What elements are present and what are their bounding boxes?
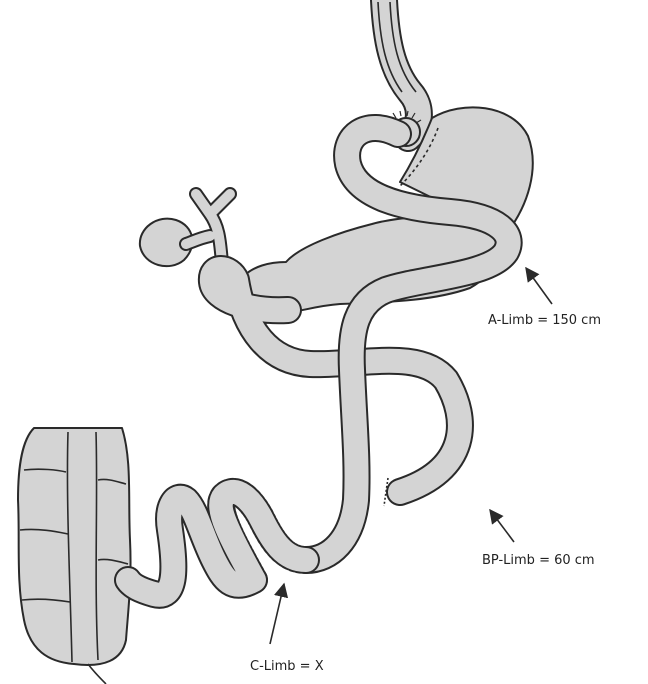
bp-limb-arrow <box>490 510 514 542</box>
ileocecal-tail <box>88 664 106 684</box>
c-limb-label: C-Limb = X <box>250 659 324 674</box>
bp-limb-label: BP-Limb = 60 cm <box>482 553 595 568</box>
a-limb-label: A-Limb = 150 cm <box>488 313 601 328</box>
a-limb-arrow <box>526 268 552 304</box>
common-channel <box>128 492 306 595</box>
colon <box>18 428 131 665</box>
bile-duct <box>186 194 230 262</box>
c-limb-arrow <box>270 584 284 644</box>
